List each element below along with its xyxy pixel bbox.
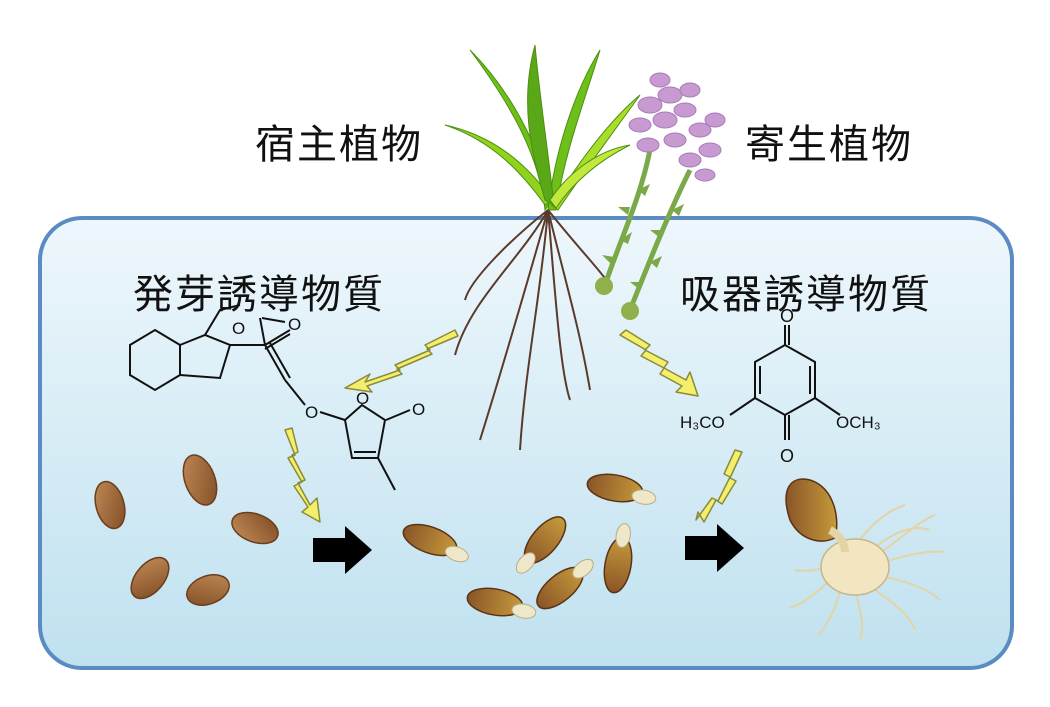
signal-arrow-icon bbox=[344, 329, 459, 393]
parasitic-plant-label: 寄生植物 bbox=[745, 122, 913, 168]
signal-arrow-icon bbox=[619, 329, 699, 397]
seed-icon bbox=[94, 454, 279, 606]
host-plant-icon bbox=[444, 44, 641, 451]
o-quinone-top: O bbox=[780, 306, 794, 326]
germinated-seeds bbox=[402, 473, 657, 619]
o-carbonyl2: O bbox=[412, 400, 425, 419]
och3-label: OCH₃ bbox=[836, 413, 881, 432]
o-ring2: O bbox=[356, 389, 369, 408]
haustorium-inducer-label: 吸器誘導物質 bbox=[680, 272, 932, 318]
signal-arrow-icon bbox=[284, 427, 321, 523]
germination-molecule bbox=[129, 304, 411, 491]
haustorium-icon bbox=[785, 478, 946, 641]
signal-arrow-icon bbox=[695, 449, 743, 523]
o-carbonyl1: O bbox=[288, 315, 301, 334]
progress-arrow-icon bbox=[313, 526, 372, 574]
soil-region bbox=[38, 216, 1014, 670]
host-plant-label: 宿主植物 bbox=[255, 122, 423, 168]
germination-inducer-label: 発芽誘導物質 bbox=[133, 272, 385, 318]
o-ether: O bbox=[305, 403, 318, 422]
progress-arrow-icon bbox=[685, 524, 744, 572]
o-quinone-bottom: O bbox=[780, 446, 794, 466]
parasite-plant-icon bbox=[595, 72, 726, 320]
haustorium-molecule bbox=[729, 325, 841, 440]
h3co-label: H₃CO bbox=[680, 413, 725, 432]
o-ring1: O bbox=[232, 319, 245, 338]
